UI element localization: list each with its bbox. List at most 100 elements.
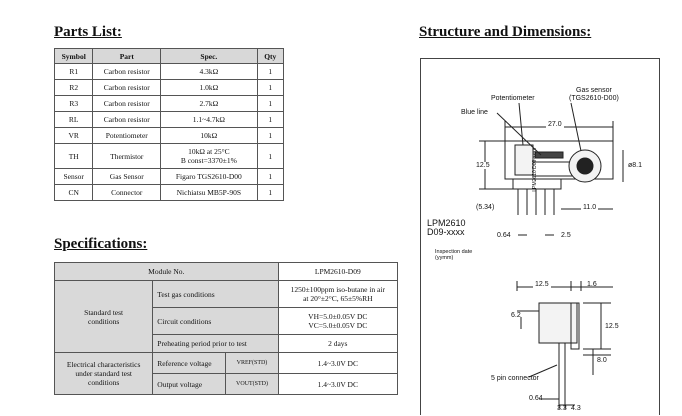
spec-cell: 4.3kΩ bbox=[160, 63, 258, 80]
spec-row-module: Module No. LPM2610-D09 bbox=[54, 262, 399, 281]
module-no-value: LPM2610-D09 bbox=[277, 262, 399, 281]
qty-cell: 1 bbox=[256, 168, 285, 185]
board-side-view bbox=[570, 302, 580, 350]
part-cell: Carbon resistor bbox=[92, 63, 162, 80]
standard-test-label: Standard test conditions bbox=[53, 280, 154, 353]
output-voltage-label: Output voltage bbox=[152, 373, 227, 395]
part-cell: Gas Sensor bbox=[92, 168, 162, 185]
parts-list-title: Parts List: bbox=[54, 24, 122, 40]
col-spec: Spec. bbox=[160, 48, 258, 64]
specifications-table: Module No. LPM2610-D09 Standard test con… bbox=[53, 262, 399, 395]
spec-cell: 1.1~4.7kΩ bbox=[160, 111, 258, 128]
blue-line-label: Blue line bbox=[461, 109, 488, 116]
dim-12-5-side: 12.5 bbox=[605, 323, 619, 330]
dim-5-34: (5.34) bbox=[476, 204, 495, 211]
dim-8-0: 8.0 bbox=[597, 357, 607, 364]
spec-row-test-gas: Standard test conditions Test gas condit… bbox=[53, 280, 399, 353]
structure-diagram bbox=[479, 102, 624, 409]
qty-cell: 1 bbox=[256, 143, 285, 169]
spec-cell: Figaro TGS2610-D00 bbox=[160, 168, 258, 185]
spec-row-preheat: Preheating period prior to test 2 days bbox=[55, 334, 399, 353]
qty-cell: 1 bbox=[256, 184, 285, 201]
spec-row-circuit: Circuit conditions VH=5.0±0.05V DC VC=5.… bbox=[55, 307, 399, 335]
symbol-cell: TH bbox=[53, 143, 94, 169]
structure-diagram-frame: Gas sensor (TGS2610-D00) Potentiometer B… bbox=[420, 58, 660, 415]
gas-sensor-label: Gas sensor (TGS2610-D00) bbox=[569, 87, 619, 102]
board-code-label: LPM2610 D09-xxxx bbox=[532, 148, 538, 192]
electrical-characteristics-label: Electrical characteristics under standar… bbox=[53, 352, 154, 395]
spec-cell: 2.7kΩ bbox=[160, 95, 258, 112]
col-part: Part bbox=[92, 48, 162, 64]
part-cell: Thermistor bbox=[92, 143, 162, 169]
reference-voltage-value: 1.4~3.0V DC bbox=[277, 352, 399, 374]
dim-11-0: 11.0 bbox=[581, 204, 599, 211]
dim-1-6: 1.6 bbox=[587, 281, 597, 288]
dim-8-1: ø8.1 bbox=[628, 162, 643, 169]
pin-connector-label: 5 pin connector bbox=[491, 375, 539, 382]
inspection-date-label: Inspection date (yymm) bbox=[435, 249, 473, 261]
dim-4-3: 4.3 bbox=[571, 405, 581, 412]
module-no-label: Module No. bbox=[54, 262, 279, 281]
dim-12-5-lower: 12.5 bbox=[533, 281, 551, 288]
spec-cell: Nichiatsu MB5P-90S bbox=[160, 184, 258, 201]
qty-cell: 1 bbox=[256, 127, 285, 144]
gas-sensor-center bbox=[576, 157, 594, 175]
potentiometer-block bbox=[514, 144, 534, 176]
parts-header-row: Symbol Part Spec. Qty bbox=[53, 48, 285, 64]
part-cell: Carbon resistor bbox=[92, 95, 162, 112]
symbol-cell: RL bbox=[53, 111, 94, 128]
specifications-title: Specifications: bbox=[54, 236, 148, 252]
structure-title: Structure and Dimensions: bbox=[419, 24, 592, 40]
qty-cell: 1 bbox=[256, 111, 285, 128]
dim-2-5: 2.5 bbox=[561, 232, 571, 239]
col-symbol: Symbol bbox=[53, 48, 94, 64]
output-voltage-symbol: VOUT(STD) bbox=[225, 373, 279, 395]
qty-cell: 1 bbox=[256, 63, 285, 80]
symbol-cell: R1 bbox=[53, 63, 94, 80]
test-gas-value: 1250±100ppm iso-butane in air at 20°±2°C… bbox=[277, 280, 399, 308]
symbol-cell: Sensor bbox=[53, 168, 94, 185]
reference-voltage-label: Reference voltage bbox=[152, 352, 227, 374]
symbol-cell: CN bbox=[53, 184, 94, 201]
part-cell: Connector bbox=[92, 184, 162, 201]
dim-27: 27.0 bbox=[546, 121, 564, 128]
part-cell: Carbon resistor bbox=[92, 79, 162, 96]
symbol-cell: R3 bbox=[53, 95, 94, 112]
circuit-conditions-label: Circuit conditions bbox=[152, 307, 279, 335]
dim-12-5: 12.5 bbox=[476, 162, 490, 169]
spec-cell: 1.0kΩ bbox=[160, 79, 258, 96]
test-gas-label: Test gas conditions bbox=[152, 280, 279, 308]
circuit-conditions-value: VH=5.0±0.05V DC VC=5.0±0.05V DC bbox=[277, 307, 399, 335]
qty-cell: 1 bbox=[256, 79, 285, 96]
part-cell: Potentiometer bbox=[92, 127, 162, 144]
potentiometer-label: Potentiometer bbox=[491, 95, 535, 102]
symbol-cell: VR bbox=[53, 127, 94, 144]
output-voltage-value: 1.4~3.0V DC bbox=[277, 373, 399, 395]
symbol-cell: R2 bbox=[53, 79, 94, 96]
part-cell: Carbon resistor bbox=[92, 111, 162, 128]
part-number-label: LPM2610 D09-xxxx bbox=[427, 218, 466, 237]
qty-cell: 1 bbox=[256, 95, 285, 112]
blue-line-marker bbox=[534, 151, 564, 159]
preheat-value: 2 days bbox=[277, 334, 399, 353]
dim-0-64-lower: 0.64 bbox=[529, 395, 543, 402]
col-qty: Qty bbox=[256, 48, 285, 64]
spec-row-reference: Electrical characteristics under standar… bbox=[53, 352, 399, 395]
spec-cell: 10kΩ bbox=[160, 127, 258, 144]
preheat-label: Preheating period prior to test bbox=[152, 334, 279, 353]
pin-header bbox=[512, 178, 562, 190]
dim-6-2: 6.2 bbox=[511, 312, 521, 319]
dim-3-3: 3.3 bbox=[557, 405, 567, 412]
dim-0-64: 0.64 bbox=[497, 232, 511, 239]
spec-row-output: Output voltage VOUT(STD) 1.4~3.0V DC bbox=[55, 373, 399, 395]
